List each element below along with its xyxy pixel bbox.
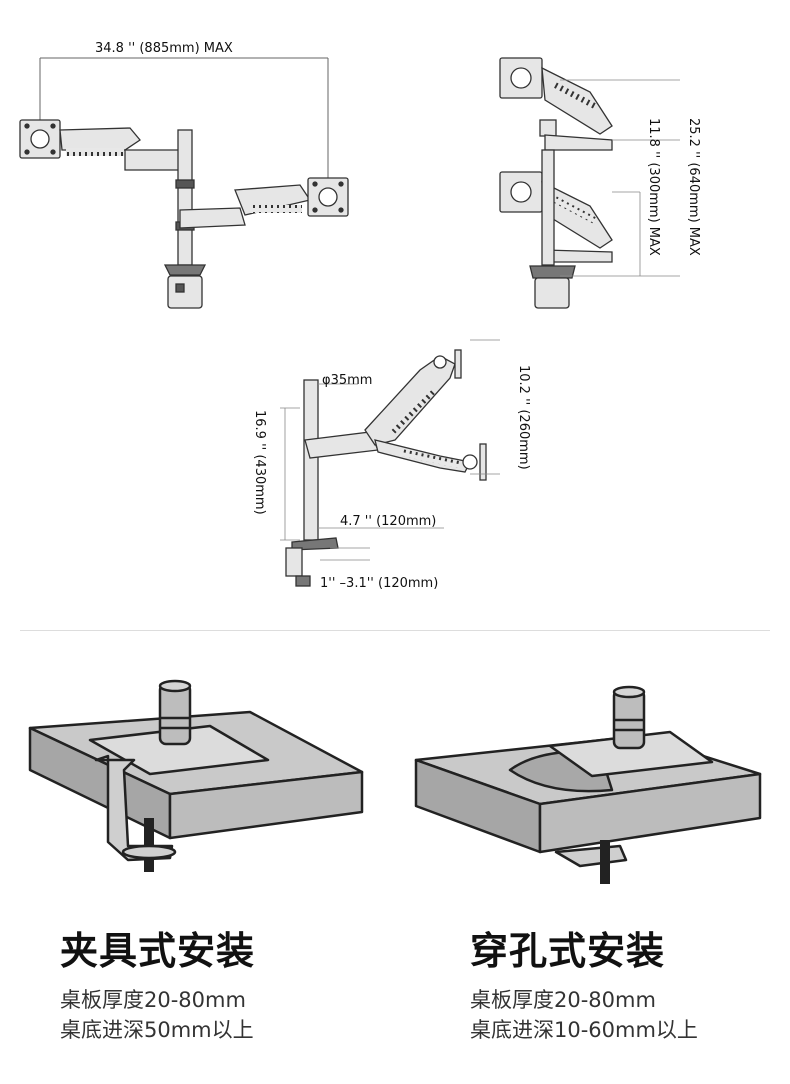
dimension-pole-height: 16.9 '' (430mm) <box>252 410 267 515</box>
dimension-pole-diameter: φ35mm <box>322 373 372 388</box>
single-arm-diagram <box>280 339 500 587</box>
stacked-arm-diagram <box>499 57 680 309</box>
dimension-max-span: 34.8 '' (885mm) MAX <box>95 41 233 56</box>
grommet-install-title: 穿孔式安装 <box>470 929 666 973</box>
dimension-arm-vertical: 10.2 '' (260mm) <box>516 365 531 470</box>
grommet-install-line1: 桌板厚度20-80mm <box>470 988 656 1012</box>
clamp-install-line2: 桌底进深50mm以上 <box>60 1018 254 1042</box>
dimension-height-max: 25.2 '' (640mm) MAX <box>686 118 701 256</box>
section-divider <box>20 630 770 631</box>
grommet-install-illustration <box>414 685 762 884</box>
dimension-clamp-range: 1'' –3.1'' (120mm) <box>320 576 438 591</box>
grommet-install-line2: 桌底进深10-60mm以上 <box>470 1018 698 1042</box>
clamp-install-illustration <box>28 679 364 872</box>
clamp-install-line1: 桌板厚度20-80mm <box>60 988 246 1012</box>
dual-arm-diagram <box>19 57 349 309</box>
dimension-gap-max: 11.8 '' (300mm) MAX <box>646 118 661 256</box>
dimension-base-offset: 4.7 '' (120mm) <box>340 514 436 529</box>
clamp-install-title: 夹具式安装 <box>60 929 256 973</box>
